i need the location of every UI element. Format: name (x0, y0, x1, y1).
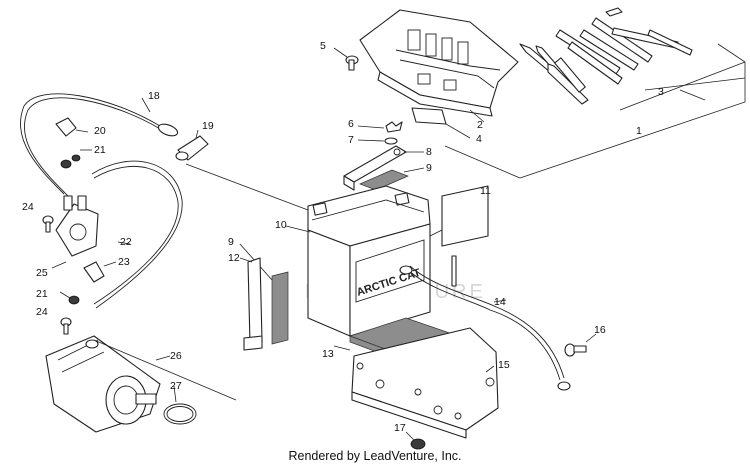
callout-26: 26 (170, 350, 182, 362)
callout-7: 7 (348, 134, 354, 146)
nut-17[interactable] (405, 431, 426, 450)
cable-22[interactable] (91, 160, 183, 309)
washer-7[interactable] (357, 137, 398, 145)
boot-23[interactable] (83, 261, 117, 283)
boot-20[interactable] (55, 117, 89, 137)
callout-9-top: 9 (426, 162, 432, 174)
foam-pad-9-side[interactable] (239, 243, 289, 345)
screw-24-top[interactable] (42, 215, 54, 233)
callout-16: 16 (594, 324, 606, 336)
cable-18[interactable] (19, 93, 179, 197)
callout-1: 1 (636, 125, 642, 137)
callout-13: 13 (322, 348, 334, 360)
battery[interactable]: ARCTIC CAT (285, 185, 431, 337)
battery-cable-14[interactable] (399, 255, 571, 391)
nut-21-top[interactable] (60, 149, 92, 169)
callout-18: 18 (148, 90, 160, 102)
callout-22: 22 (120, 236, 132, 248)
callout-5: 5 (320, 40, 326, 52)
label-plate-11[interactable] (429, 185, 489, 247)
callout-17: 17 (394, 422, 406, 434)
callout-11: 11 (480, 185, 491, 197)
callout-15: 15 (498, 359, 510, 371)
boot-19[interactable] (175, 129, 209, 161)
callout-3: 3 (658, 86, 664, 98)
callout-24-bottom: 24 (36, 306, 48, 318)
bolt-16[interactable] (564, 333, 597, 357)
callout-10: 10 (275, 219, 287, 231)
callout-23: 23 (118, 256, 130, 268)
callout-4: 4 (476, 133, 482, 145)
callout-21-bottom: 21 (36, 288, 48, 300)
screw-5[interactable] (333, 47, 359, 71)
screw-24-bottom[interactable] (60, 317, 72, 335)
battery-tray-15[interactable] (333, 327, 499, 439)
solenoid-25[interactable] (51, 195, 99, 269)
callout-21-top: 21 (94, 144, 106, 156)
wing-nut-6[interactable] (357, 121, 403, 133)
group-bracket-lines (444, 43, 746, 179)
nut-21-bottom[interactable] (59, 291, 80, 305)
callout-6: 6 (348, 118, 354, 130)
leader-line (185, 163, 309, 211)
callout-9-side: 9 (228, 236, 234, 248)
tool-tray[interactable] (359, 9, 519, 123)
callout-14: 14 (494, 296, 506, 308)
starter-motor-26[interactable] (45, 335, 237, 433)
callout-19: 19 (202, 120, 214, 132)
hold-down-bracket-8[interactable] (343, 145, 424, 191)
callout-25: 25 (36, 267, 48, 279)
render-credit: Rendered by LeadVenture, Inc. (288, 449, 462, 463)
callout-2: 2 (477, 119, 483, 131)
callout-27: 27 (170, 380, 182, 392)
foam-pad-9-top[interactable] (359, 167, 425, 191)
callout-12: 12 (228, 252, 240, 264)
tool-kit[interactable] (519, 7, 693, 105)
callout-8: 8 (426, 146, 432, 158)
foam-pad-4[interactable] (411, 107, 471, 139)
callout-24-top: 24 (22, 201, 34, 213)
callout-20: 20 (94, 125, 106, 137)
o-ring-27[interactable] (163, 385, 197, 425)
spacer-12[interactable] (239, 257, 263, 351)
